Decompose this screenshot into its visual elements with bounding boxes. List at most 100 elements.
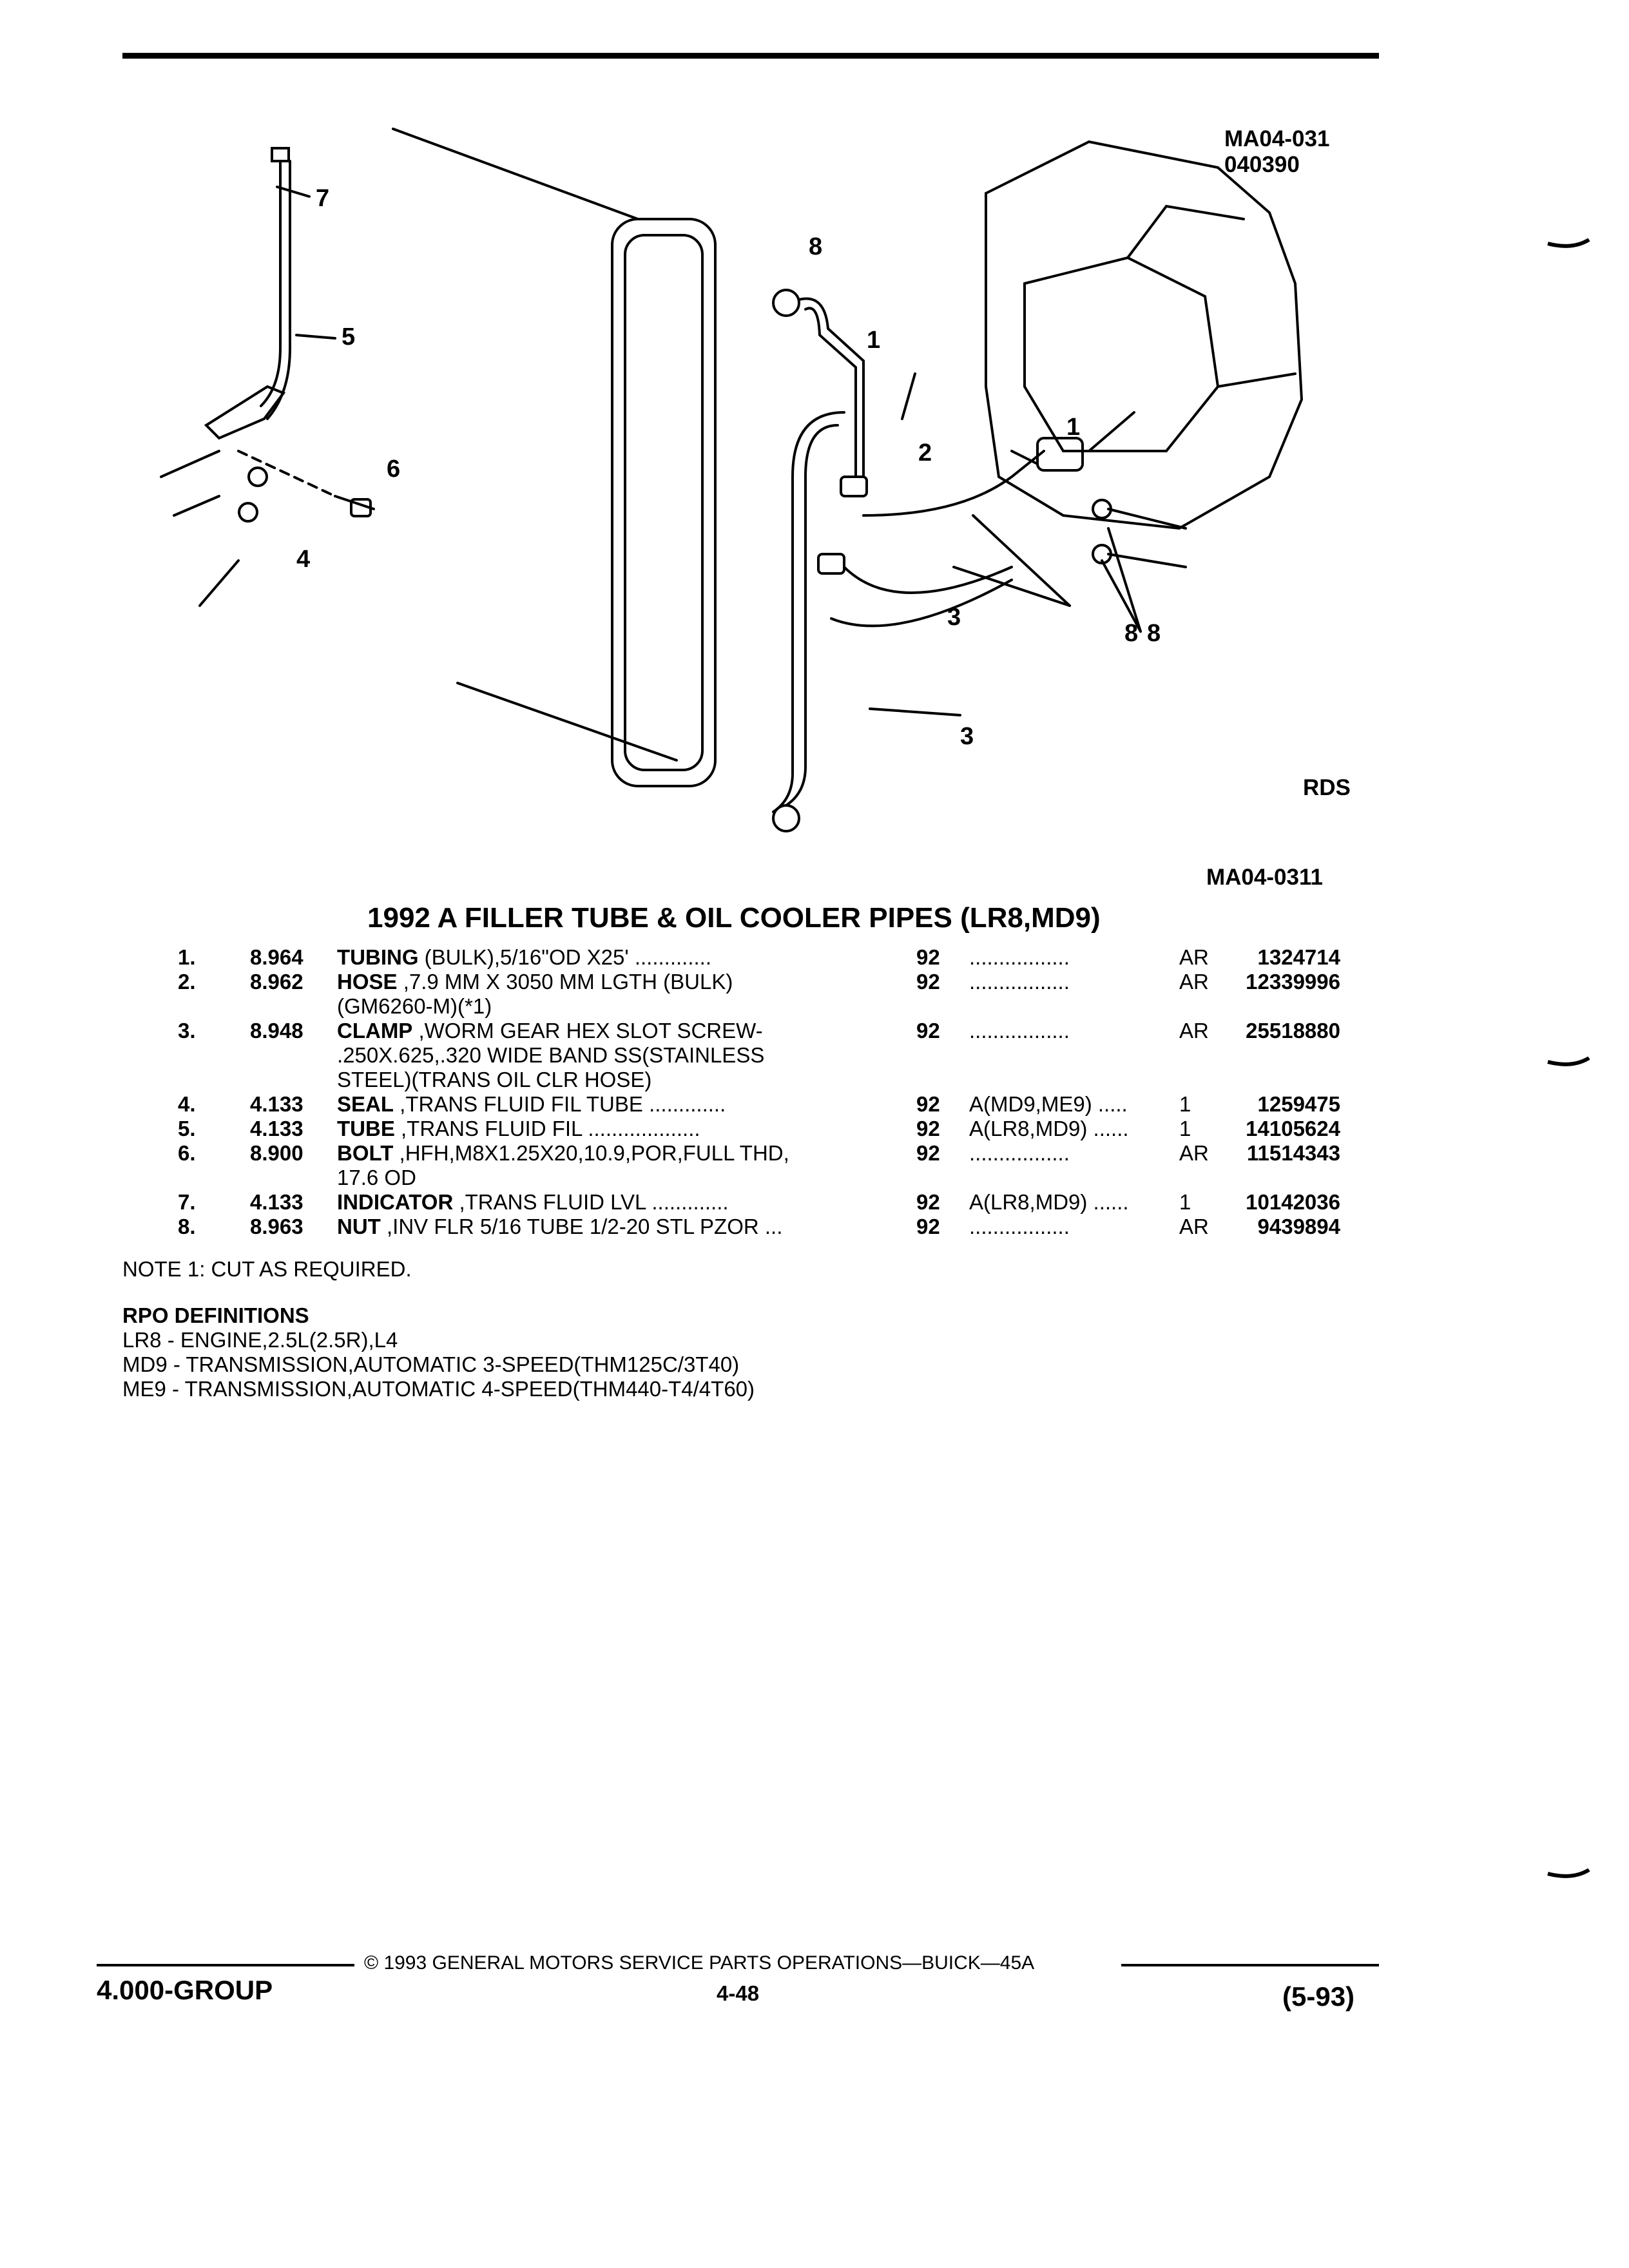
callout: 7 xyxy=(316,185,329,212)
list-item: 8. 8.963 NUT ,INV FLR 5/16 TUBE 1/2-20 S… xyxy=(122,1215,1379,1239)
model-year: 92 xyxy=(916,1215,940,1238)
item-detail-line-3: STEEL)(TRANS OIL CLR HOSE) xyxy=(337,1068,652,1091)
quantity: AR xyxy=(1179,1019,1209,1043)
diagram-callouts: 7 5 6 4 8 1 2 1 3 8 8 3 xyxy=(296,185,1161,750)
item-detail: ,HFH,M8X1.25X20,10.9,POR,FULL THD, xyxy=(393,1141,789,1165)
catalog-number: 8.963 xyxy=(250,1215,304,1238)
quantity: 1 xyxy=(1179,1117,1191,1140)
quantity: AR xyxy=(1179,945,1209,969)
part-number: 9439894 xyxy=(1257,1215,1340,1238)
item-name: NUT xyxy=(337,1215,381,1238)
rds-label: RDS xyxy=(1303,775,1351,800)
usage: A(LR8,MD9) ...... xyxy=(969,1117,1129,1140)
item-description: SEAL ,TRANS FLUID FIL TUBE ............. xyxy=(337,1092,988,1117)
item-description: INDICATOR ,TRANS FLUID LVL ............. xyxy=(337,1190,988,1215)
model-year: 92 xyxy=(916,1019,940,1043)
note: NOTE 1: CUT AS REQUIRED. xyxy=(122,1257,412,1281)
callout: 1 xyxy=(1066,414,1080,441)
callout: 8 xyxy=(809,233,822,260)
item-number: 4. xyxy=(178,1092,196,1116)
rpo-definition: LR8 - ENGINE,2.5L(2.5R),L4 xyxy=(122,1328,398,1352)
item-detail: ,TRANS FLUID LVL ............. xyxy=(453,1190,729,1214)
callout: 4 xyxy=(296,546,310,573)
part-number: 1324714 xyxy=(1257,945,1340,969)
item-name: CLAMP xyxy=(337,1019,413,1043)
image-code-block: MA04-031 040390 xyxy=(1224,126,1329,178)
item-description: TUBING (BULK),5/16"OD X25' ............. xyxy=(337,945,988,970)
list-item: 2. 8.962 HOSE ,7.9 MM X 3050 MM LGTH (BU… xyxy=(122,970,1379,1019)
image-date: 040390 xyxy=(1224,152,1300,177)
item-description: CLAMP ,WORM GEAR HEX SLOT SCREW-.250X.62… xyxy=(337,1019,988,1092)
callout: 2 xyxy=(918,439,932,466)
item-detail-line-2: .250X.625,.320 WIDE BAND SS(STAINLESS xyxy=(337,1043,765,1067)
list-item: 3. 8.948 CLAMP ,WORM GEAR HEX SLOT SCREW… xyxy=(122,1019,1379,1092)
part-number: 10142036 xyxy=(1246,1190,1340,1214)
model-year: 92 xyxy=(916,970,940,994)
quantity: AR xyxy=(1179,1215,1209,1238)
model-year: 92 xyxy=(916,945,940,969)
catalog-number: 4.133 xyxy=(250,1092,304,1116)
section-title: 1992 A FILLER TUBE & OIL COOLER PIPES (L… xyxy=(367,902,1101,934)
item-detail: ,WORM GEAR HEX SLOT SCREW- xyxy=(412,1019,763,1043)
item-name: SEAL xyxy=(337,1092,394,1116)
item-detail: ,7.9 MM X 3050 MM LGTH (BULK) xyxy=(397,970,733,994)
item-detail: (BULK),5/16"OD X25' ............. xyxy=(418,945,712,969)
item-description: NUT ,INV FLR 5/16 TUBE 1/2-20 STL PZOR .… xyxy=(337,1215,988,1239)
item-name: HOSE xyxy=(337,970,398,994)
model-year: 92 xyxy=(916,1092,940,1116)
list-item: 4. 4.133 SEAL ,TRANS FLUID FIL TUBE ....… xyxy=(122,1092,1379,1117)
model-year: 92 xyxy=(916,1190,940,1214)
item-number: 5. xyxy=(178,1117,196,1140)
catalog-number: 4.133 xyxy=(250,1117,304,1140)
usage: ................. xyxy=(969,970,1070,994)
list-item: 7. 4.133 INDICATOR ,TRANS FLUID LVL ....… xyxy=(122,1190,1379,1215)
item-number: 3. xyxy=(178,1019,196,1043)
item-detail-line-2: (GM6260-M)(*1) xyxy=(337,994,492,1018)
catalog-number: 8.948 xyxy=(250,1019,304,1043)
top-rule xyxy=(122,53,1379,59)
callout: 3 xyxy=(947,604,961,631)
quantity: 1 xyxy=(1179,1092,1191,1116)
part-number: 11514343 xyxy=(1246,1141,1340,1165)
image-code: MA04-031 xyxy=(1224,126,1330,151)
diagram-linework xyxy=(160,128,1304,832)
item-description: HOSE ,7.9 MM X 3050 MM LGTH (BULK)(GM626… xyxy=(337,970,988,1019)
catalog-number: 4.133 xyxy=(250,1190,304,1214)
rpo-definition: MD9 - TRANSMISSION,AUTOMATIC 3-SPEED(THM… xyxy=(122,1352,740,1376)
figure-code: MA04-0311 xyxy=(1206,865,1323,890)
callout: 5 xyxy=(342,323,355,351)
usage: ................. xyxy=(969,1215,1070,1238)
callout: 3 xyxy=(960,723,974,750)
revision-date: (5-93) xyxy=(1282,1981,1355,2012)
footer-rule-left xyxy=(97,1964,354,1966)
usage: A(MD9,ME9) ..... xyxy=(969,1092,1128,1116)
copyright: © 1993 GENERAL MOTORS SERVICE PARTS OPER… xyxy=(364,1952,1035,1974)
part-number: 14105624 xyxy=(1246,1117,1340,1140)
item-number: 8. xyxy=(178,1215,196,1238)
item-name: TUBE xyxy=(337,1117,395,1140)
item-detail-line-2: 17.6 OD xyxy=(337,1166,416,1189)
callout: 8 xyxy=(1124,620,1138,647)
model-year: 92 xyxy=(916,1117,940,1140)
rpo-definition: ME9 - TRANSMISSION,AUTOMATIC 4-SPEED(THM… xyxy=(122,1377,755,1401)
rpo-title: RPO DEFINITIONS xyxy=(122,1303,309,1327)
margin-mark xyxy=(1547,1057,1590,1066)
item-number: 2. xyxy=(178,970,196,994)
catalog-number: 8.964 xyxy=(250,945,304,969)
item-detail: ,INV FLR 5/16 TUBE 1/2-20 STL PZOR ... xyxy=(380,1215,783,1238)
usage: ................. xyxy=(969,945,1070,969)
margin-mark xyxy=(1547,238,1590,248)
model-year: 92 xyxy=(916,1141,940,1165)
part-number: 25518880 xyxy=(1246,1019,1340,1043)
quantity: 1 xyxy=(1179,1190,1191,1214)
item-number: 7. xyxy=(178,1190,196,1214)
part-number: 12339996 xyxy=(1246,970,1340,994)
margin-mark xyxy=(1547,1869,1590,1878)
item-name: BOLT xyxy=(337,1141,394,1165)
item-name: TUBING xyxy=(337,945,419,969)
callout: 8 xyxy=(1147,620,1161,647)
item-number: 1. xyxy=(178,945,196,969)
item-detail: ,TRANS FLUID FIL ................... xyxy=(394,1117,700,1140)
list-item: 6. 8.900 BOLT ,HFH,M8X1.25X20,10.9,POR,F… xyxy=(122,1141,1379,1190)
callout: 6 xyxy=(387,456,400,483)
